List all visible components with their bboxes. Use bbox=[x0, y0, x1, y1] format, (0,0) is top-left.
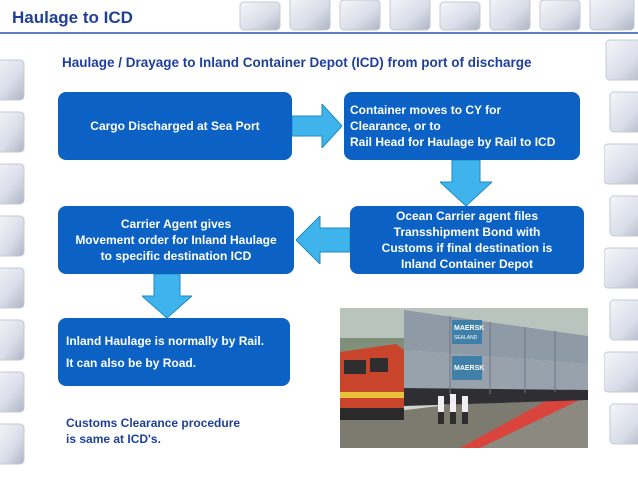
arrow-left-icon bbox=[296, 216, 350, 264]
container-logo-subtext: SEALAND bbox=[454, 335, 478, 341]
title-divider bbox=[0, 32, 638, 34]
customs-note: Customs Clearance procedure is same at I… bbox=[66, 416, 241, 446]
page-subtitle: Haulage / Drayage to Inland Container De… bbox=[62, 55, 532, 70]
flow-step-transshipment-bond: Ocean Carrier agent files Transshipment … bbox=[350, 206, 584, 274]
flow-step-text: Cargo Discharged at Sea Port bbox=[90, 119, 260, 133]
title-bar: Haulage to ICD bbox=[0, 0, 638, 34]
flow-step-text: Carrier Agent gives Movement order for I… bbox=[75, 217, 277, 263]
container-train-photo: MAERSK SEALAND MAERSK bbox=[340, 308, 588, 448]
flow-step-cargo-discharged: Cargo Discharged at Sea Port bbox=[58, 92, 292, 160]
flow-step-text: Ocean Carrier agent files Transshipment … bbox=[381, 209, 553, 271]
flow-step-container-moves: Container moves to CY for Clearance, or … bbox=[344, 92, 580, 160]
page-title: Haulage to ICD bbox=[12, 8, 133, 27]
container-logo-text: MAERSK bbox=[454, 325, 484, 332]
container-logo-text: MAERSK bbox=[454, 365, 484, 372]
arrow-down-icon bbox=[440, 160, 492, 206]
arrow-down-icon bbox=[142, 274, 192, 318]
flow-step-movement-order: Carrier Agent gives Movement order for I… bbox=[58, 206, 294, 274]
flow-step-text: Inland Haulage is normally by Rail. It c… bbox=[66, 334, 265, 370]
arrow-right-icon bbox=[292, 104, 342, 148]
flow-step-text: Container moves to CY for Clearance, or … bbox=[350, 103, 556, 149]
flow-step-inland-haulage: Inland Haulage is normally by Rail. It c… bbox=[58, 318, 290, 386]
